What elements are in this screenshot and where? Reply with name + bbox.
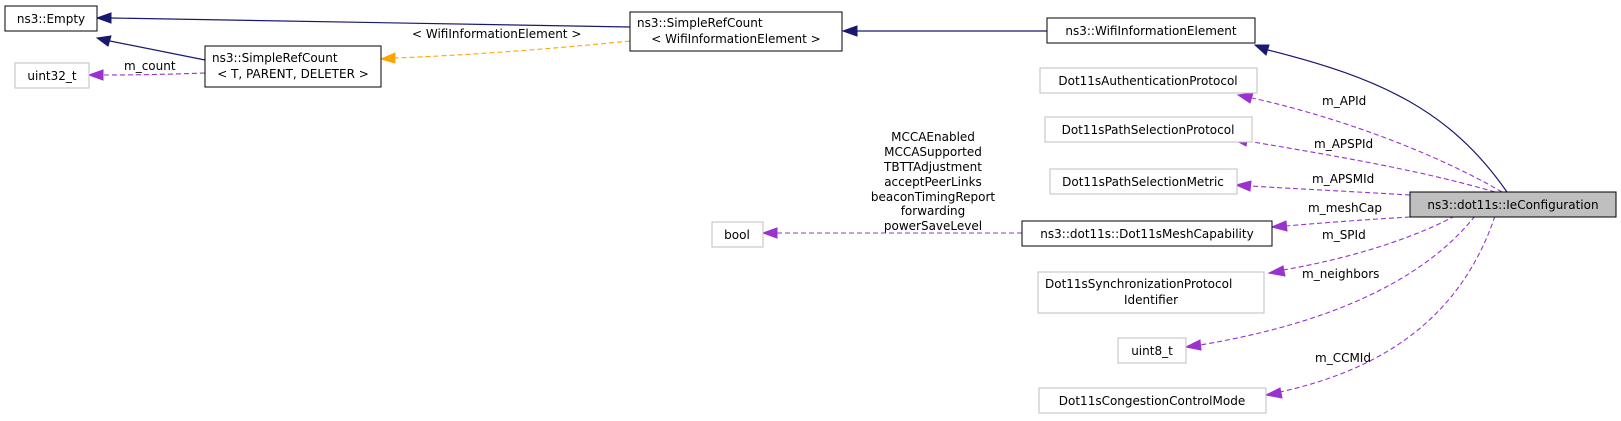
arrowhead-member-icon — [87, 69, 104, 81]
edge-member-m-spid — [1282, 215, 1456, 271]
node-label: uint32_t — [27, 69, 77, 83]
node-label: Dot11sPathSelectionMetric — [1062, 175, 1224, 189]
node-bool[interactable]: bool — [711, 221, 764, 248]
edge-inherit-simplerefcount-wie-to-empty — [110, 17, 631, 28]
node-label: Dot11sCongestionControlMode — [1059, 394, 1245, 408]
edge-label-m-neighbors: m_neighbors — [1302, 267, 1379, 281]
node-path-selection-protocol[interactable]: Dot11sPathSelectionProtocol — [1044, 116, 1253, 143]
edge-label-m-count: m_count — [124, 59, 176, 73]
edge-member-m-meshcap — [1285, 216, 1411, 227]
edges: < WifiInformationElement > m_count m_API… — [87, 12, 1508, 399]
edge-label-m-apspid: m_APSPId — [1314, 137, 1373, 151]
edge-member-m-apsmid — [1249, 185, 1411, 196]
node-sync-protocol-identifier[interactable]: Dot11sSynchronizationProtocol Identifier — [1037, 271, 1265, 314]
edge-member-m-apspid — [1246, 140, 1496, 193]
edge-label-m-apid: m_APId — [1322, 94, 1366, 108]
node-simplerefcount-template[interactable]: ns3::SimpleRefCount < T, PARENT, DELETER… — [204, 45, 382, 88]
edge-label-m-meshcap: m_meshCap — [1308, 201, 1382, 215]
node-uint8-t[interactable]: uint8_t — [1117, 337, 1187, 364]
edge-member-m-neighbors — [1199, 215, 1476, 346]
node-uint32-t[interactable]: uint32_t — [14, 62, 90, 89]
node-label: ns3::WifiInformationElement — [1065, 24, 1237, 38]
node-congestion-control-mode[interactable]: Dot11sCongestionControlMode — [1038, 387, 1267, 414]
edge-template-instance — [394, 40, 631, 59]
node-label: uint8_t — [1131, 344, 1173, 358]
node-label-line-2: Identifier — [1124, 293, 1178, 307]
arrowhead-inherit-icon — [95, 12, 112, 24]
node-label: Dot11sPathSelectionProtocol — [1062, 123, 1235, 137]
arrowhead-member-icon — [761, 227, 778, 239]
bool-member-label: beaconTimingReport — [871, 190, 996, 204]
bool-member-label: powerSaveLevel — [884, 219, 982, 233]
node-wifi-information-element[interactable]: ns3::WifiInformationElement — [1046, 17, 1256, 44]
arrowhead-inherit-icon — [841, 25, 858, 37]
edge-label-template-arg: < WifiInformationElement > — [412, 27, 581, 41]
arrowhead-inherit-icon — [95, 35, 112, 47]
edge-label-m-spid: m_SPId — [1322, 228, 1366, 242]
node-mesh-capability[interactable]: ns3::dot11s::Dot11sMeshCapability — [1021, 220, 1273, 247]
node-label-line-2: < WifiInformationElement > — [651, 32, 820, 46]
node-ie-configuration[interactable]: ns3::dot11s::IeConfiguration — [1409, 191, 1617, 218]
edge-inherit-simplerefcount-to-empty — [109, 40, 206, 61]
bool-member-label: acceptPeerLinks — [884, 175, 982, 189]
edge-inherit-ieconfig-to-wifi-ie — [1267, 49, 1508, 193]
node-simplerefcount-wifi-ie[interactable]: ns3::SimpleRefCount < WifiInformationEle… — [629, 11, 843, 52]
arrowhead-inherit-icon — [1253, 44, 1270, 56]
node-ns3-empty[interactable]: ns3::Empty — [4, 5, 98, 32]
node-label-line-1: Dot11sSynchronizationProtocol — [1045, 277, 1232, 291]
node-label: bool — [724, 228, 750, 242]
edge-label-m-apsmid: m_APSMId — [1312, 172, 1374, 186]
node-label-line-2: < T, PARENT, DELETER > — [217, 67, 369, 81]
bool-member-label: MCCAEnabled — [891, 130, 975, 144]
arrowhead-member-icon — [1264, 387, 1283, 399]
edge-label-bool-members: MCCAEnabled MCCASupported TBTTAdjustment… — [871, 130, 996, 233]
node-label: ns3::Empty — [17, 12, 85, 26]
arrowhead-member-icon — [1234, 180, 1252, 192]
node-label-line-1: ns3::SimpleRefCount — [637, 16, 763, 30]
edge-label-m-ccmid: m_CCMId — [1315, 351, 1371, 365]
nodes: ns3::Empty uint32_t ns3::SimpleRefCount … — [4, 5, 1617, 414]
node-auth-protocol[interactable]: Dot11sAuthenticationProtocol — [1039, 67, 1258, 94]
arrowhead-member-icon — [1267, 265, 1286, 277]
node-label: ns3::dot11s::Dot11sMeshCapability — [1040, 227, 1253, 241]
arrowhead-template-icon — [379, 52, 396, 64]
edge-member-m-count — [102, 72, 206, 76]
node-label: ns3::dot11s::IeConfiguration — [1427, 198, 1598, 212]
node-label: Dot11sAuthenticationProtocol — [1058, 74, 1237, 88]
node-path-selection-metric[interactable]: Dot11sPathSelectionMetric — [1049, 168, 1238, 195]
arrowhead-member-icon — [1270, 220, 1288, 232]
edge-member-m-apid — [1251, 97, 1503, 193]
edge-member-m-ccmid — [1279, 215, 1496, 393]
bool-member-label: TBTTAdjustment — [883, 160, 982, 174]
node-label-line-1: ns3::SimpleRefCount — [212, 51, 338, 65]
bool-member-label: forwarding — [901, 204, 966, 218]
arrowhead-member-icon — [1184, 339, 1202, 351]
arrowhead-member-icon — [1236, 92, 1254, 104]
bool-member-label: MCCASupported — [884, 145, 982, 159]
